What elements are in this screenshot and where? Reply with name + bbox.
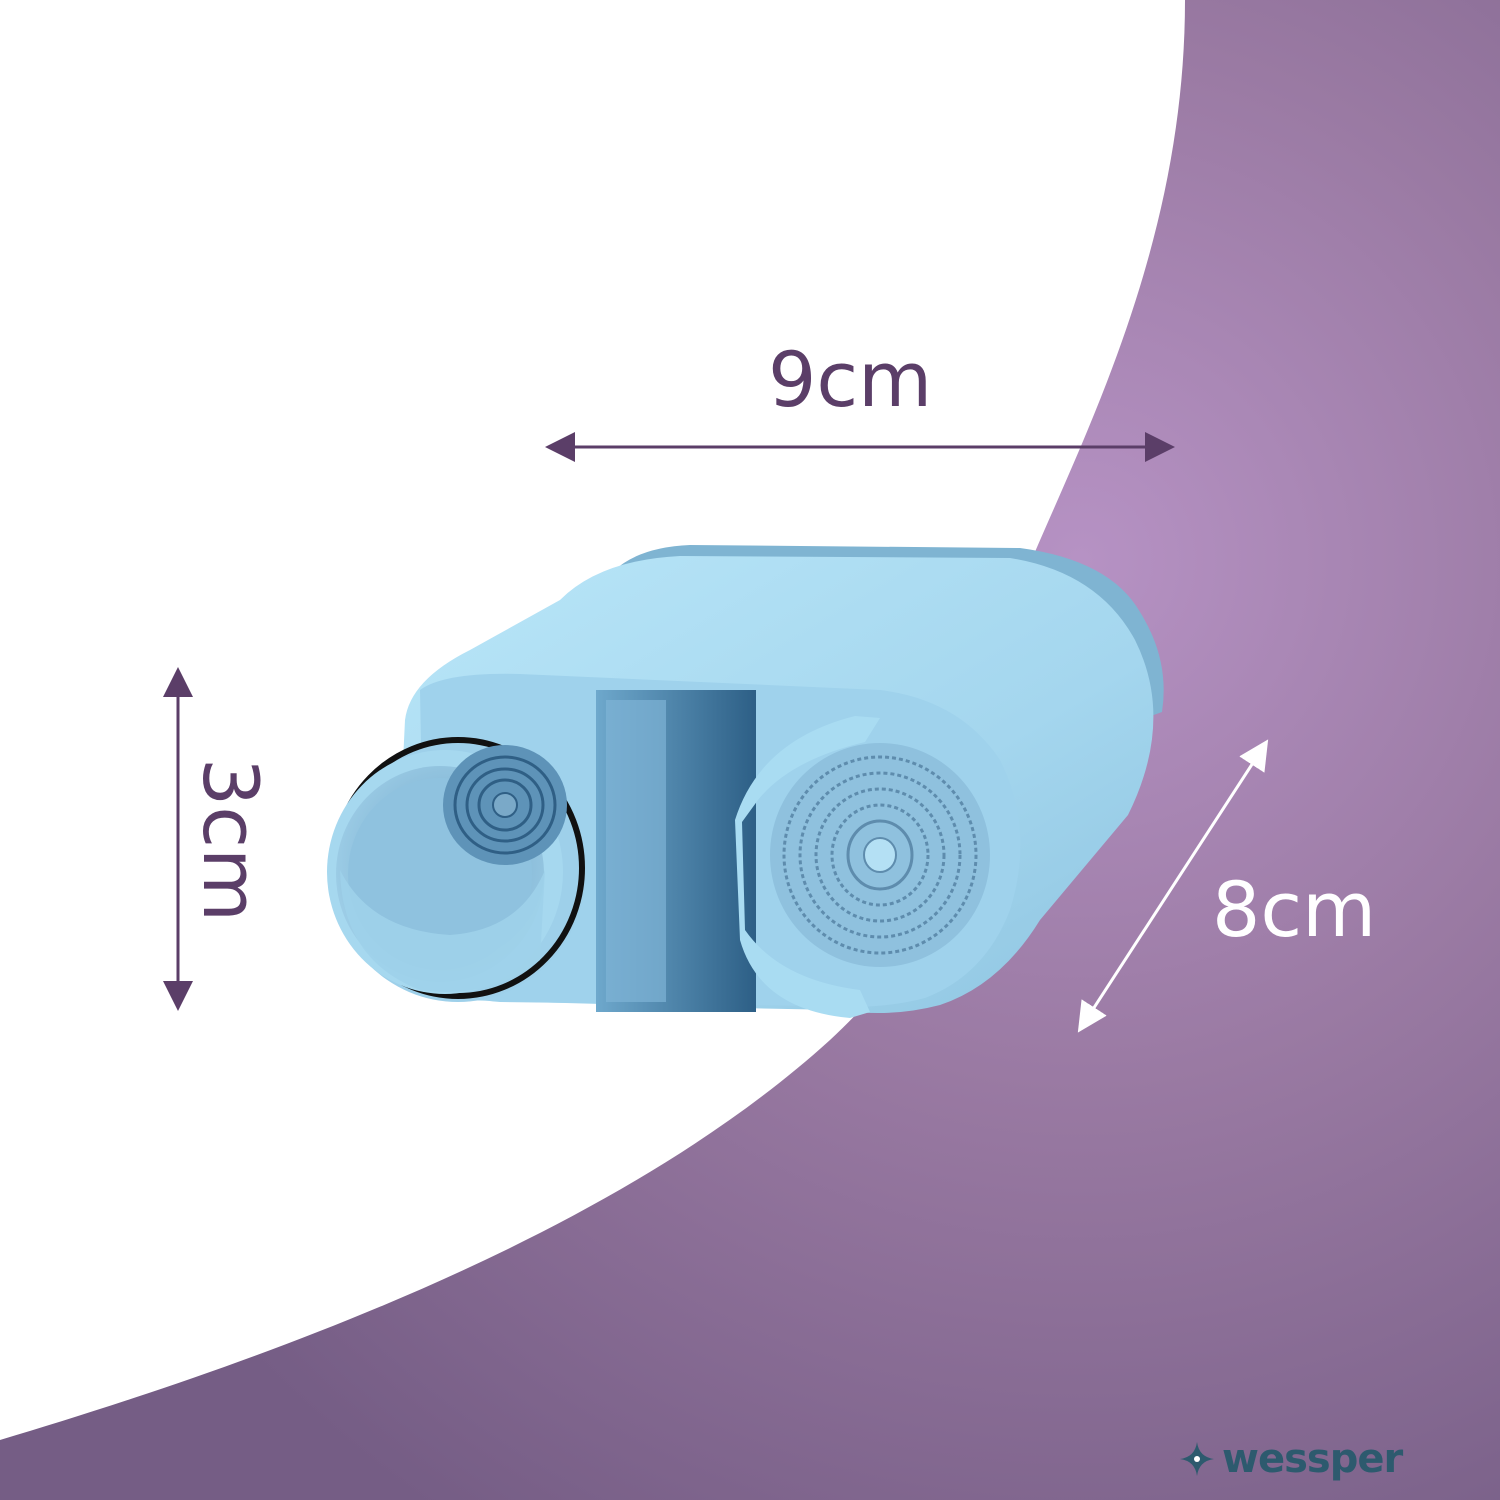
filter-outlet-mesh [770, 743, 990, 967]
depth-dimension-label: 8cm [1212, 865, 1377, 954]
filter-inlet-mesh [443, 745, 567, 865]
brand-name: wessper [1222, 1436, 1403, 1482]
depth-dimension-line [1077, 739, 1269, 1033]
brand-logo: wessper [1176, 1436, 1403, 1482]
four-point-star-icon [1180, 1442, 1214, 1476]
filter-inlet-tube [327, 737, 586, 1002]
width-dimension-label: 9cm [768, 335, 933, 424]
height-dimension-label: 3cm [186, 757, 275, 923]
water-filter-cartridge [327, 545, 1164, 1018]
